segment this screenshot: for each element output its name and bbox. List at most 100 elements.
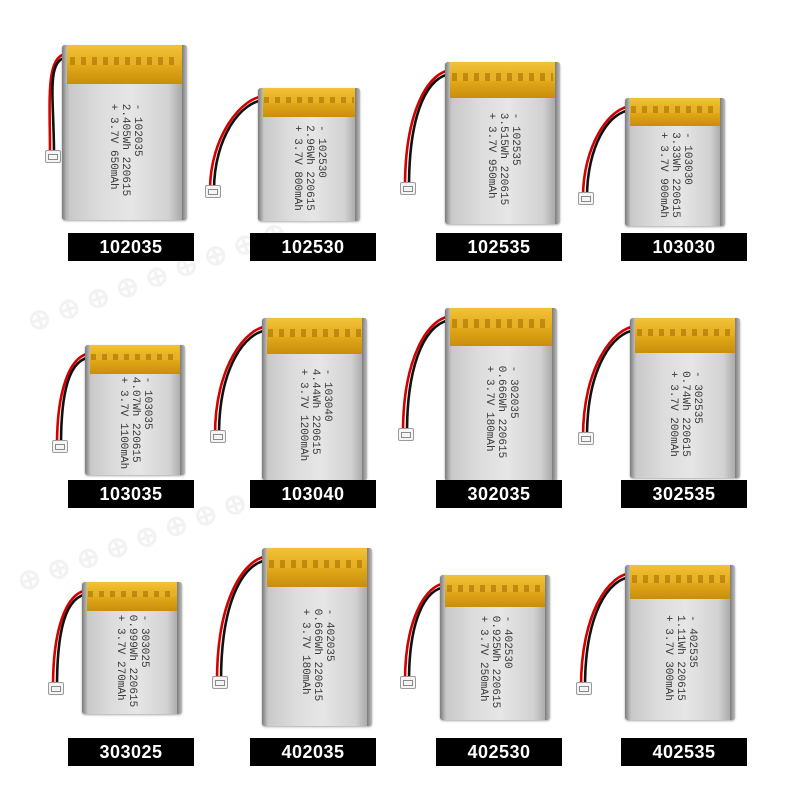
battery-print-line: - 103040 [320, 368, 333, 422]
battery-tape [262, 548, 372, 588]
battery-print-line: - 103030 [681, 131, 693, 185]
battery-edge [82, 582, 87, 714]
battery-print-line: + 3.7V 650mAh [106, 103, 119, 190]
battery-print-line: - 303025 [138, 614, 150, 668]
battery-edge [735, 318, 740, 478]
battery-print-line: + 3.7V 270mAh [114, 614, 126, 701]
red-wire [581, 324, 639, 438]
battery-edge [258, 88, 263, 221]
battery-tape [258, 88, 360, 118]
model-label: 102535 [436, 233, 562, 261]
connector-plug [45, 150, 61, 163]
battery-print-line: - 402530 [501, 615, 513, 669]
model-label: 302035 [436, 480, 562, 508]
battery-edge [730, 565, 735, 720]
battery-tape [85, 345, 185, 374]
battery-print-line: 1.11Wh 220615 [674, 615, 686, 701]
red-wire [581, 104, 634, 198]
battery-edge [545, 575, 550, 720]
battery-print-line: + 3.7V 200mAh [667, 371, 679, 457]
connector-plug [400, 182, 416, 195]
red-wire [215, 554, 271, 682]
connector-plug [212, 676, 228, 689]
connector-plug [578, 432, 594, 445]
connector-plug [52, 440, 68, 453]
black-wire [219, 558, 271, 682]
battery-print-line: - 102535 [508, 112, 521, 166]
battery-print-line: + 3.7V 900mAh [657, 131, 669, 218]
connector-plug [398, 428, 414, 441]
battery-edge [85, 345, 90, 475]
battery-tape [62, 45, 187, 84]
battery-print-line: - 102035 [130, 103, 143, 157]
battery-print-line: 0.999Wh 220615 [126, 614, 138, 708]
battery-edge [625, 98, 630, 226]
battery-tape [262, 318, 367, 354]
battery-print-line: 0.666Wh 220615 [495, 365, 507, 459]
connector-plug [576, 682, 592, 695]
battery-edge [552, 308, 557, 481]
battery-edge [630, 318, 635, 478]
battery-edge [362, 318, 367, 480]
red-wire [579, 571, 634, 688]
battery-print-line: 0.925Wh 220615 [489, 615, 501, 709]
connector-plug [205, 185, 221, 198]
battery-edge [177, 582, 182, 714]
battery-print-line: 4.44Wh 220615 [308, 368, 321, 455]
battery-print-line: 3.515Wh 220615 [496, 112, 509, 206]
battery-edge [182, 45, 187, 220]
red-wire [208, 94, 267, 191]
model-label: 102035 [68, 233, 194, 261]
connector-plug [48, 682, 64, 695]
battery-edge [355, 88, 360, 221]
red-wire [401, 314, 454, 434]
model-label: 303025 [68, 738, 194, 766]
battery-tape [625, 565, 735, 600]
battery-print-line: + 3.7V 950mAh [484, 112, 497, 199]
battery-edge [440, 575, 445, 720]
black-wire [212, 98, 267, 191]
connector-plug [400, 676, 416, 689]
red-wire [213, 324, 271, 436]
battery-edge [367, 548, 372, 726]
battery-print-line: 0.666Wh 220615 [311, 608, 323, 702]
battery-print-line: 2.405Wh 220615 [118, 103, 131, 197]
model-label: 102530 [250, 233, 376, 261]
model-label: 103030 [621, 233, 747, 261]
black-wire [217, 328, 271, 436]
battery-print-line: + 3.7V 180mAh [483, 365, 495, 452]
battery-edge [555, 62, 560, 224]
battery-print-line: + 3.7V 180mAh [299, 608, 311, 695]
black-wire [405, 318, 454, 434]
battery-print-line: - 302035 [507, 365, 519, 419]
red-wire [403, 581, 449, 682]
battery-print-line: - 402535 [686, 615, 698, 668]
battery-tape [445, 308, 557, 347]
battery-edge [720, 98, 725, 226]
battery-print-line: 4.07Wh 220615 [129, 376, 141, 463]
battery-edge [445, 62, 450, 224]
black-wire [585, 328, 639, 438]
black-wire [407, 72, 454, 188]
battery-print-line: 3.33Wh 220615 [669, 131, 681, 218]
